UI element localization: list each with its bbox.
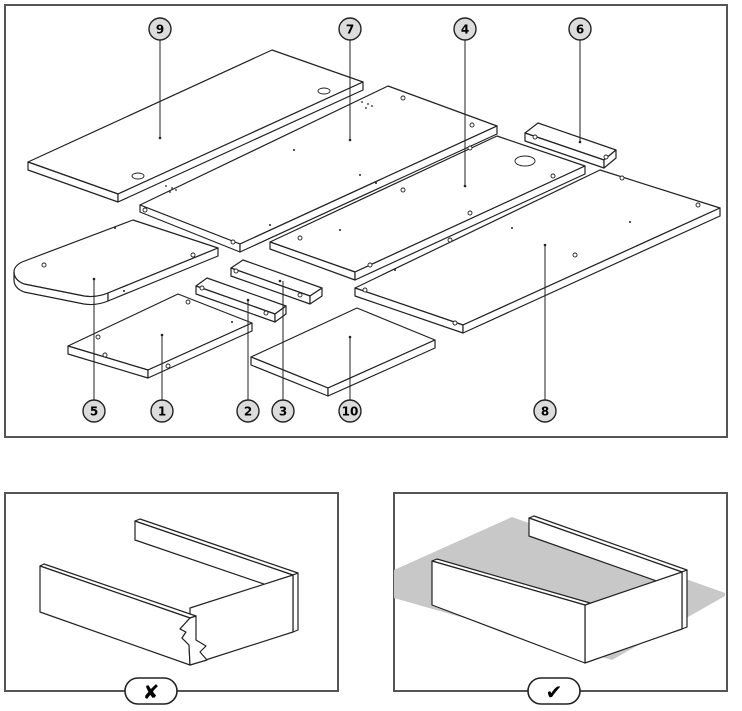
- parts-overview-frame: [4, 4, 728, 438]
- wrong-verdict-badge: ✘: [124, 677, 178, 705]
- panel-part-8: [354, 169, 721, 334]
- part-number-1: 1: [158, 405, 166, 419]
- part-number-5: 5: [90, 405, 98, 419]
- board-part-7: [139, 85, 498, 253]
- part-number-6: 6: [576, 23, 584, 37]
- check-mark-icon: ✔: [546, 680, 563, 704]
- wrong-x-icon: ✘: [143, 680, 160, 704]
- crack-damage: [179, 615, 208, 666]
- part-badge-8: 8: [533, 399, 557, 423]
- rail-part-2: [195, 277, 287, 323]
- part-number-4: 4: [461, 23, 469, 37]
- part-number-2: 2: [244, 405, 252, 419]
- part-badge-9: 9: [148, 17, 172, 41]
- correct-verdict-badge: ✔: [527, 677, 581, 705]
- part-number-9: 9: [156, 23, 164, 37]
- correct-assembly-panel: ✔: [393, 492, 728, 705]
- rail-part-3: [230, 259, 323, 305]
- part-badge-7: 7: [338, 17, 362, 41]
- part-badge-1: 1: [150, 399, 174, 423]
- part-badge-3: 3: [271, 399, 295, 423]
- part-badge-6: 6: [568, 17, 592, 41]
- part-number-8: 8: [541, 405, 549, 419]
- part-number-7: 7: [346, 23, 354, 37]
- board-part-9: [27, 49, 364, 203]
- part-badge-10: 10: [338, 399, 362, 423]
- board-part-4: [269, 135, 586, 281]
- parts-overview-panel: 9 7 4 6 5 1 2 3: [4, 4, 728, 438]
- part-number-10: 10: [342, 405, 359, 419]
- part-badge-4: 4: [453, 17, 477, 41]
- part-badge-5: 5: [82, 399, 106, 423]
- leader-lines: [93, 40, 581, 400]
- shelf-part-1: [67, 293, 253, 379]
- part-badge-2: 2: [236, 399, 260, 423]
- shelf-part-10: [250, 307, 436, 397]
- part-number-3: 3: [279, 405, 287, 419]
- wrong-assembly-panel: ✘: [4, 492, 339, 705]
- block-part-6: [524, 122, 617, 169]
- shelf-part-5: [13, 219, 219, 306]
